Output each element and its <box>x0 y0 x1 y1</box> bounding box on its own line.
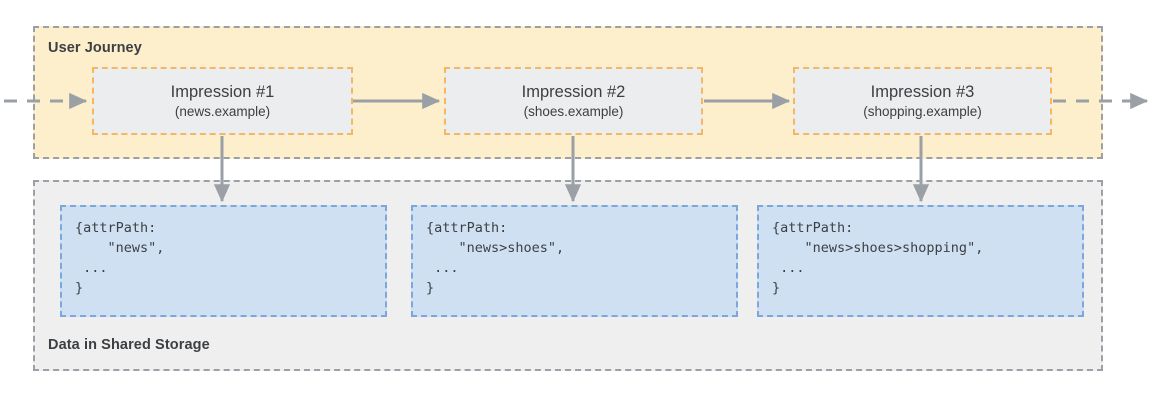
impression-box-3: Impression #3 (shopping.example) <box>793 67 1052 135</box>
impression-title: Impression #3 <box>870 82 975 101</box>
impression-box-2: Impression #2 (shoes.example) <box>444 67 703 135</box>
shared-storage-label: Data in Shared Storage <box>48 337 210 353</box>
user-journey-label: User Journey <box>48 40 142 56</box>
impression-title: Impression #1 <box>170 82 275 101</box>
impression-subtitle: (shoes.example) <box>523 103 624 119</box>
impression-subtitle: (news.example) <box>174 103 271 119</box>
impression-box-1: Impression #1 (news.example) <box>92 67 353 135</box>
impression-title: Impression #2 <box>521 82 626 101</box>
storage-entry-1: {attrPath: "news", ... } <box>60 205 387 317</box>
storage-entry-2: {attrPath: "news>shoes", ... } <box>411 205 738 317</box>
impression-subtitle: (shopping.example) <box>863 103 982 119</box>
storage-entry-3: {attrPath: "news>shoes>shopping", ... } <box>757 205 1084 317</box>
